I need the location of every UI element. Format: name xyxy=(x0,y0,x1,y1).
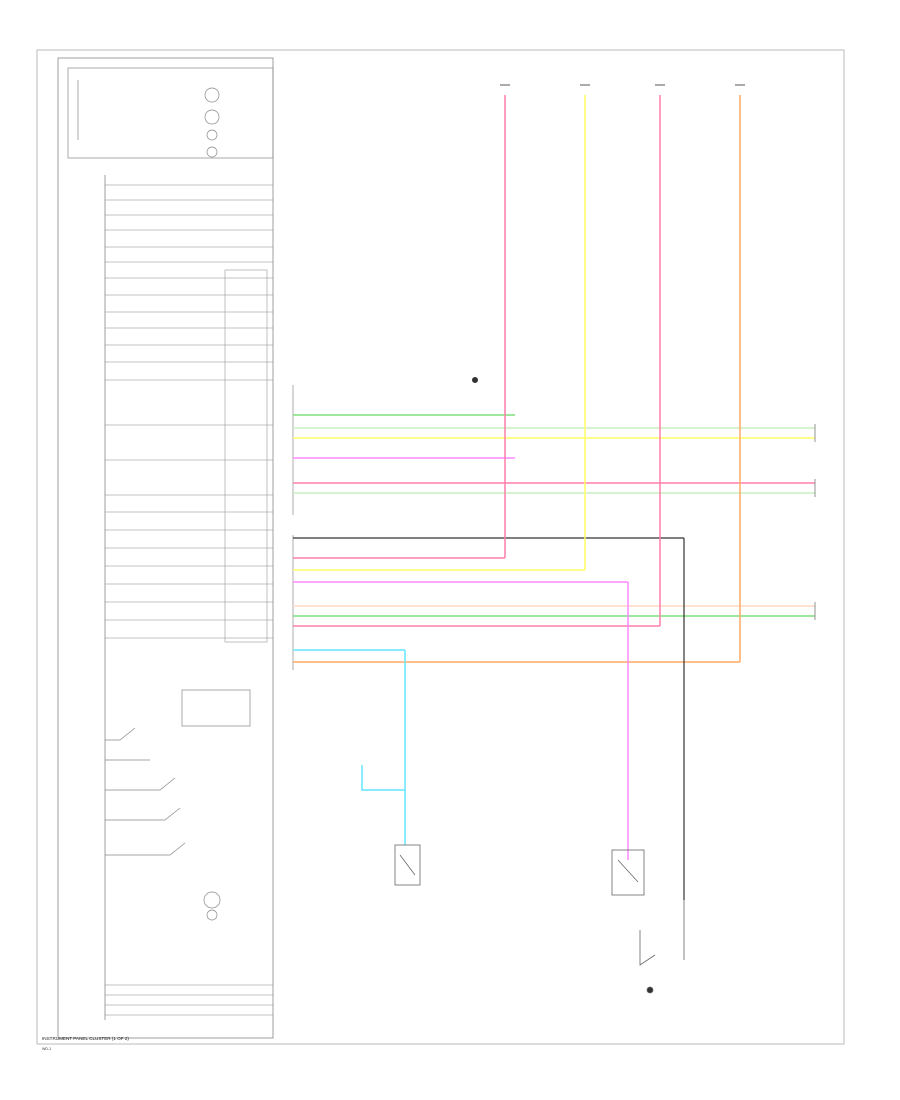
bottom-bus-lines xyxy=(105,984,273,1016)
cluster-connector-bracket xyxy=(224,269,268,643)
lower-relay xyxy=(639,900,685,994)
turn-indicator-group xyxy=(67,67,274,159)
indicator-rows xyxy=(105,184,273,639)
lower-switch-section xyxy=(105,689,251,921)
feed-cyan xyxy=(361,650,406,791)
figure-caption: INSTRUMENT PANEL CLUSTER (1 OF 2) xyxy=(42,1036,129,1041)
page-reference: WD-1 xyxy=(42,1047,51,1051)
brake-switch-module xyxy=(611,849,645,896)
diagram-frame xyxy=(36,49,845,1045)
ground-symbol-top xyxy=(472,377,478,383)
speed-sensor-switch xyxy=(394,844,421,886)
